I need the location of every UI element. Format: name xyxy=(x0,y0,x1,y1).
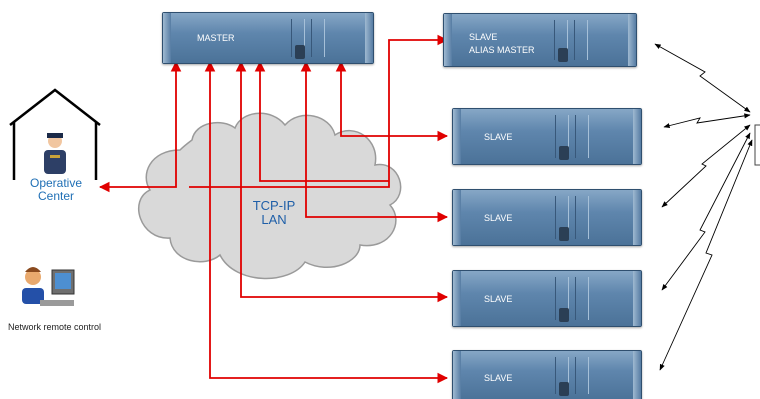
radio-link-icon xyxy=(654,43,760,371)
workstation-user-icon xyxy=(22,267,75,306)
slave-unit-4: SLAVE xyxy=(452,350,642,399)
slave-unit-1: SLAVE xyxy=(452,108,642,165)
link-master-alias-return xyxy=(254,60,389,182)
slave-unit-2: SLAVE xyxy=(452,189,642,246)
network-label-line-1: TCP-IP xyxy=(252,198,296,213)
slave-label: SLAVE xyxy=(484,132,513,142)
master-label: MASTER xyxy=(197,33,235,43)
cloud-icon xyxy=(138,112,402,280)
slave-label: SLAVE xyxy=(484,213,513,223)
slave-alias-master-unit: SLAVE ALIAS MASTER xyxy=(443,13,637,67)
remote-control-label: Network remote control xyxy=(8,322,102,332)
master-unit: MASTER xyxy=(162,12,374,64)
slave-unit-3: SLAVE xyxy=(452,270,642,327)
network-label-line-2: LAN xyxy=(261,212,287,227)
operative-center-line-1: Operative xyxy=(29,176,83,190)
link-master-slave4 xyxy=(204,60,449,384)
slave-label: SLAVE xyxy=(484,294,513,304)
link-master-slave1 xyxy=(335,60,449,142)
operator-icon xyxy=(44,133,66,174)
network-label: TCP-IP LAN xyxy=(238,199,310,227)
link-operative-master xyxy=(98,60,182,193)
operative-center-line-2: Center xyxy=(37,189,75,203)
operative-center-label: Operative Center xyxy=(18,177,94,203)
house-icon xyxy=(9,88,101,180)
slave-label: SLAVE xyxy=(484,373,513,383)
slave-alias-label-1: SLAVE xyxy=(469,32,498,42)
slave-alias-label-2: ALIAS MASTER xyxy=(469,45,535,55)
lan-links xyxy=(98,34,449,384)
